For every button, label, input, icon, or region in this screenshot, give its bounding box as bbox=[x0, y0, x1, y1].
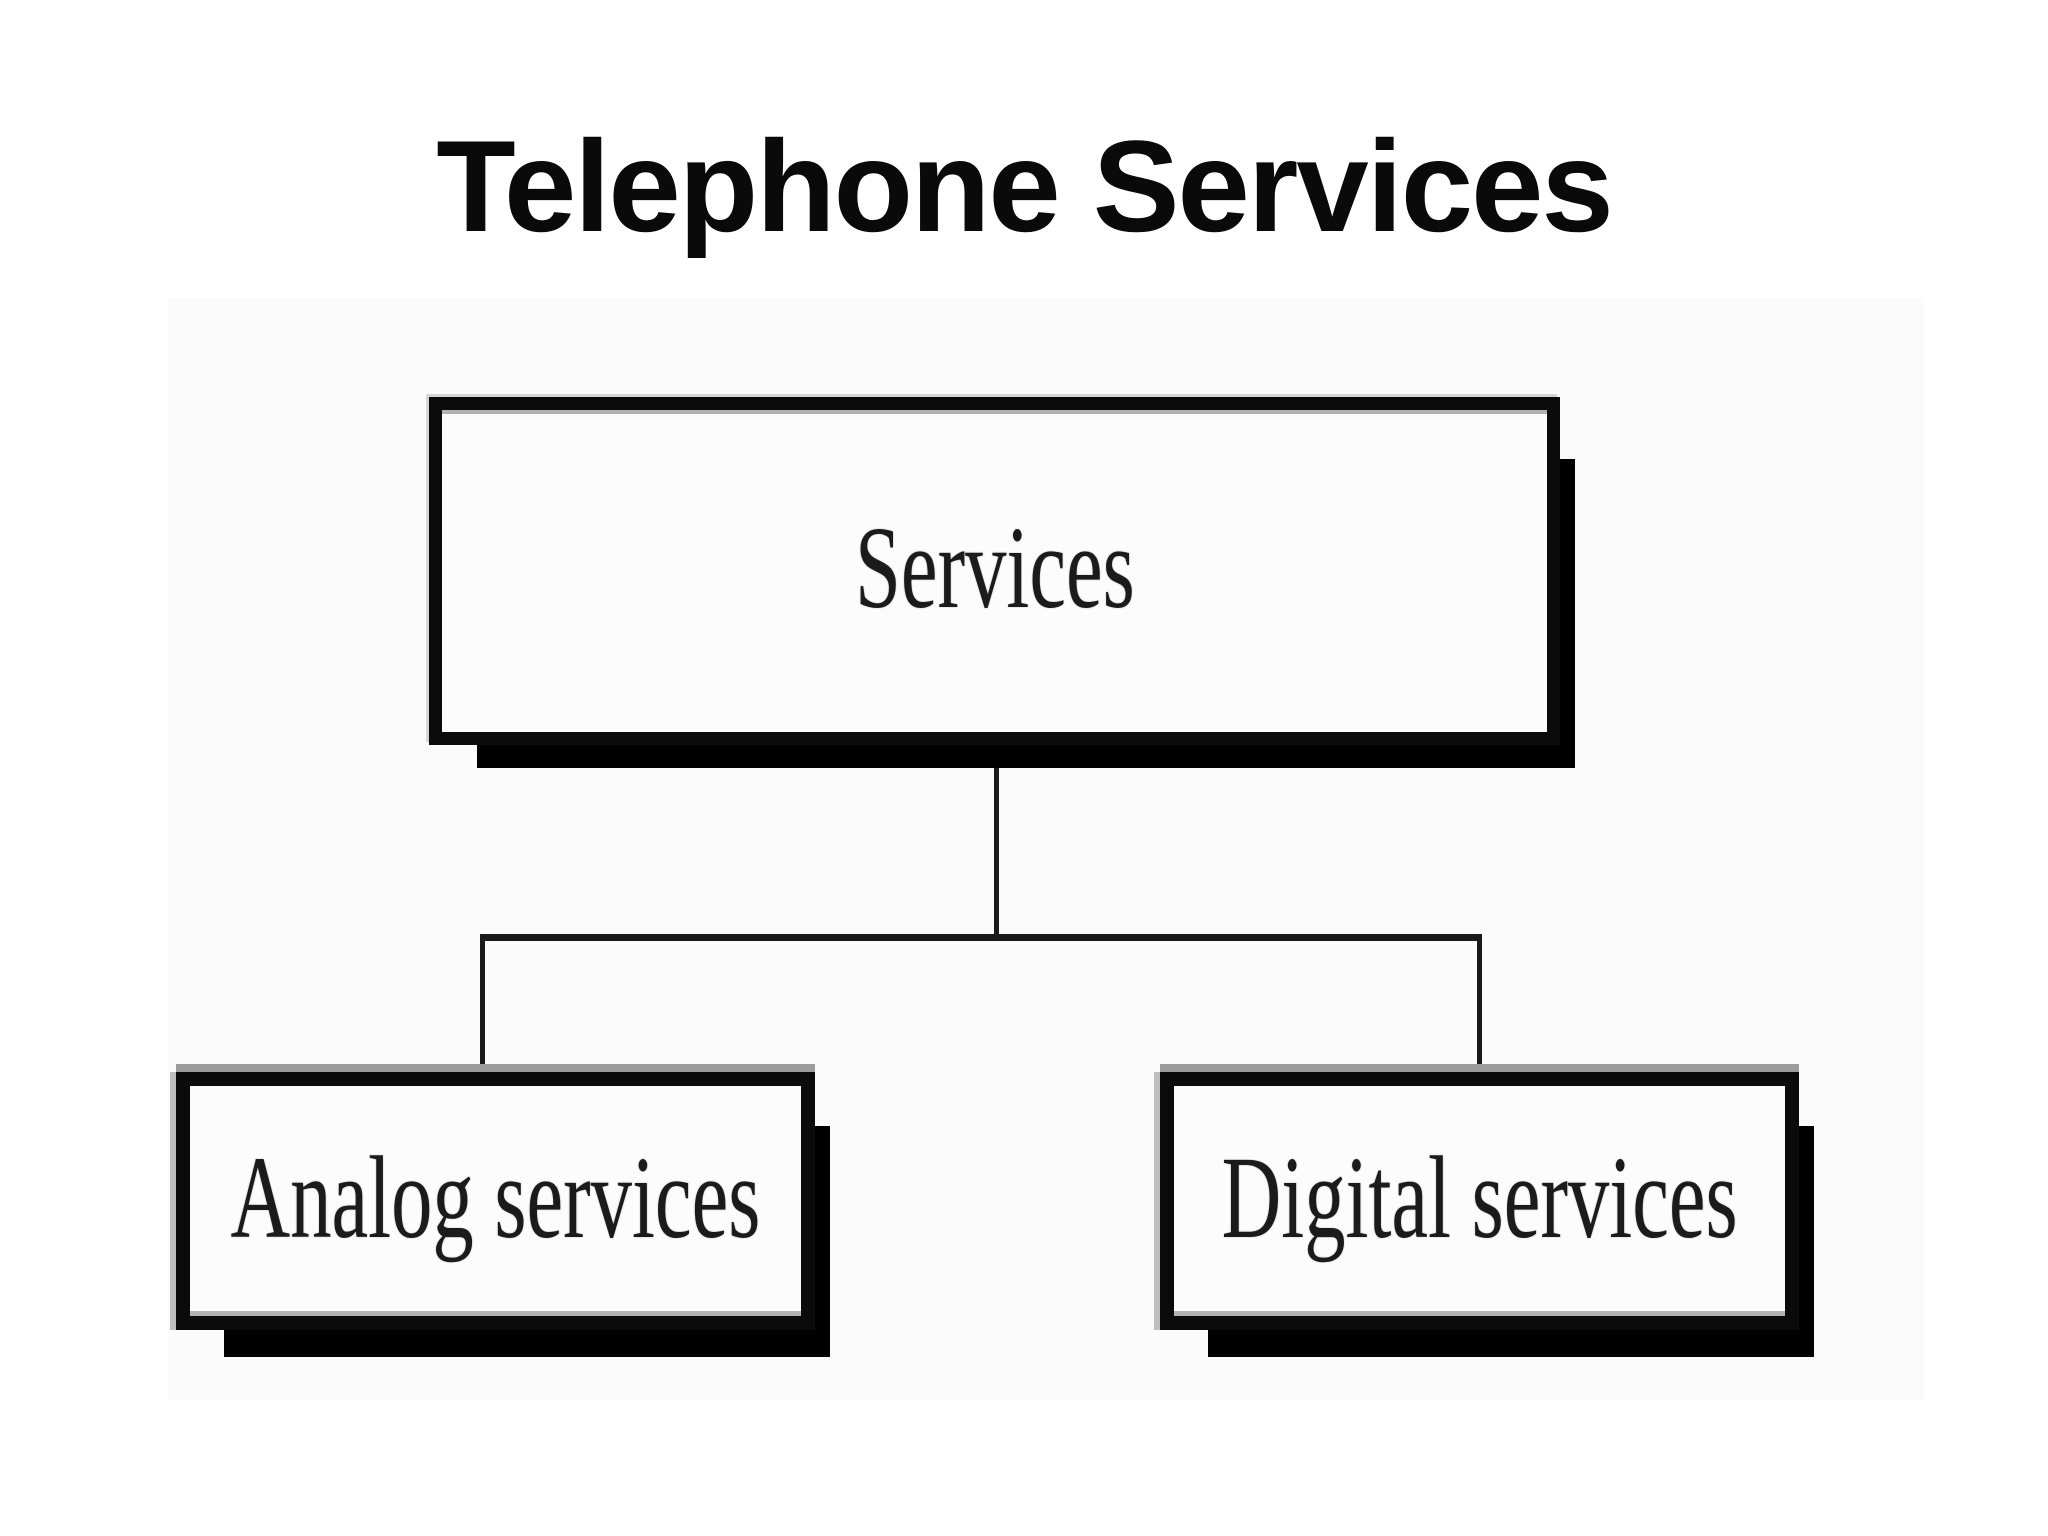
node-digital-services-label: Digital services bbox=[1221, 1132, 1738, 1263]
node-analog-services-label: Analog services bbox=[230, 1132, 761, 1263]
node-services-label: Services bbox=[854, 502, 1135, 633]
node-analog-services: Analog services bbox=[176, 1072, 830, 1357]
connector-drop-left bbox=[480, 934, 485, 1074]
connector-drop-right bbox=[1477, 934, 1482, 1074]
node-digital-services: Digital services bbox=[1160, 1072, 1814, 1357]
slide-title: Telephone Services bbox=[436, 113, 1613, 259]
connector-root-stem bbox=[994, 748, 999, 940]
node-services-box: Services bbox=[429, 397, 1560, 745]
connector-crossbar bbox=[480, 934, 1482, 941]
node-analog-services-box: Analog services bbox=[176, 1072, 815, 1330]
node-services: Services bbox=[429, 397, 1575, 768]
node-digital-services-box: Digital services bbox=[1160, 1072, 1799, 1330]
